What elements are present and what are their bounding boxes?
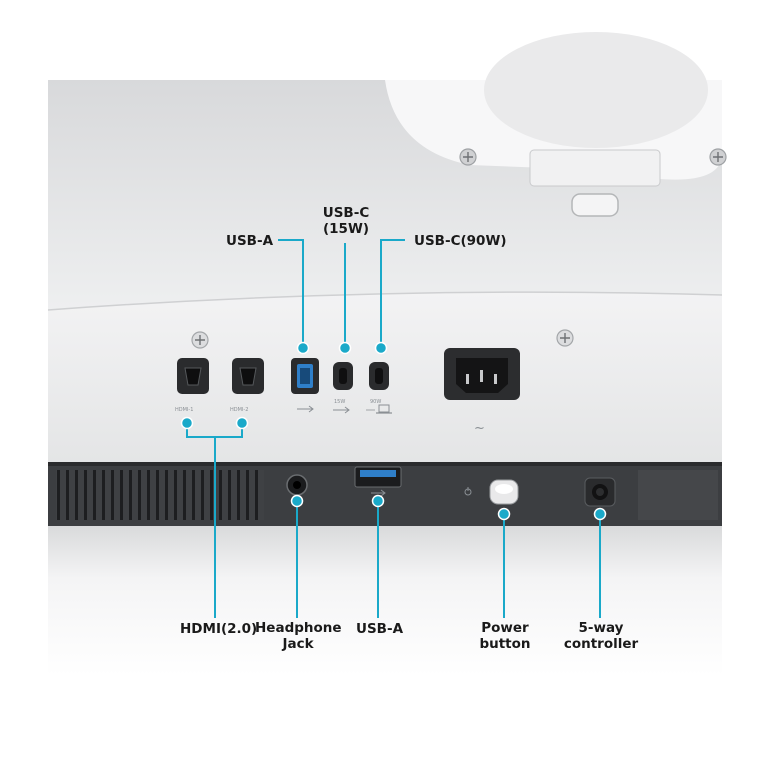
power-icon (464, 487, 472, 496)
usb-c-90w-label: USB-C(90W) (414, 233, 507, 249)
bezel-right-panel (638, 470, 718, 520)
usb-icon (297, 405, 314, 413)
screw-icon (459, 148, 477, 166)
ac-symbol: ~ (474, 421, 485, 436)
hdmi-2-marking: HDMI-2 (230, 407, 248, 413)
hdmi-1-port (177, 358, 209, 394)
power-button[interactable] (489, 479, 519, 505)
hdmi-1-marking: HDMI-1 (175, 407, 193, 413)
vent-grille (56, 470, 264, 520)
usb-c-15w-label: USB-C (15W) (322, 205, 370, 237)
usb-c-15w-port (333, 362, 353, 390)
screw-icon (191, 331, 209, 349)
callout-dots (180, 341, 607, 521)
screw-icon (709, 148, 727, 166)
power-button-label: Power button (479, 620, 531, 652)
stand-mount-hole (484, 32, 708, 148)
usb-a-top-label: USB-A (226, 233, 274, 249)
hdmi-label: HDMI(2.0) (180, 621, 258, 637)
desk-surface (48, 526, 722, 676)
usb-a-bottom-label: USB-A (356, 621, 404, 637)
usb-icon (333, 406, 350, 414)
stand-bracket (529, 149, 661, 187)
five-way-controller-label: 5-way controller (563, 620, 639, 652)
usb-c-90w-marking: 90W (370, 399, 381, 405)
usb-icon (371, 489, 386, 497)
headphone-jack (286, 474, 308, 496)
screw-icon (556, 329, 574, 347)
ac-power-inlet (444, 348, 520, 400)
hdmi-2-port (232, 358, 264, 394)
usb-a-port-upper (291, 358, 319, 394)
usb-a-port-lower (354, 466, 402, 488)
laptop-icon (366, 404, 392, 414)
stand-release-button (571, 193, 619, 217)
usb-c-90w-port (369, 362, 389, 390)
callout-lines (186, 239, 601, 618)
five-way-controller[interactable] (584, 477, 616, 507)
headphone-jack-label: Headphone Jack (255, 620, 342, 652)
usb-c-15w-marking: 15W (334, 399, 345, 405)
